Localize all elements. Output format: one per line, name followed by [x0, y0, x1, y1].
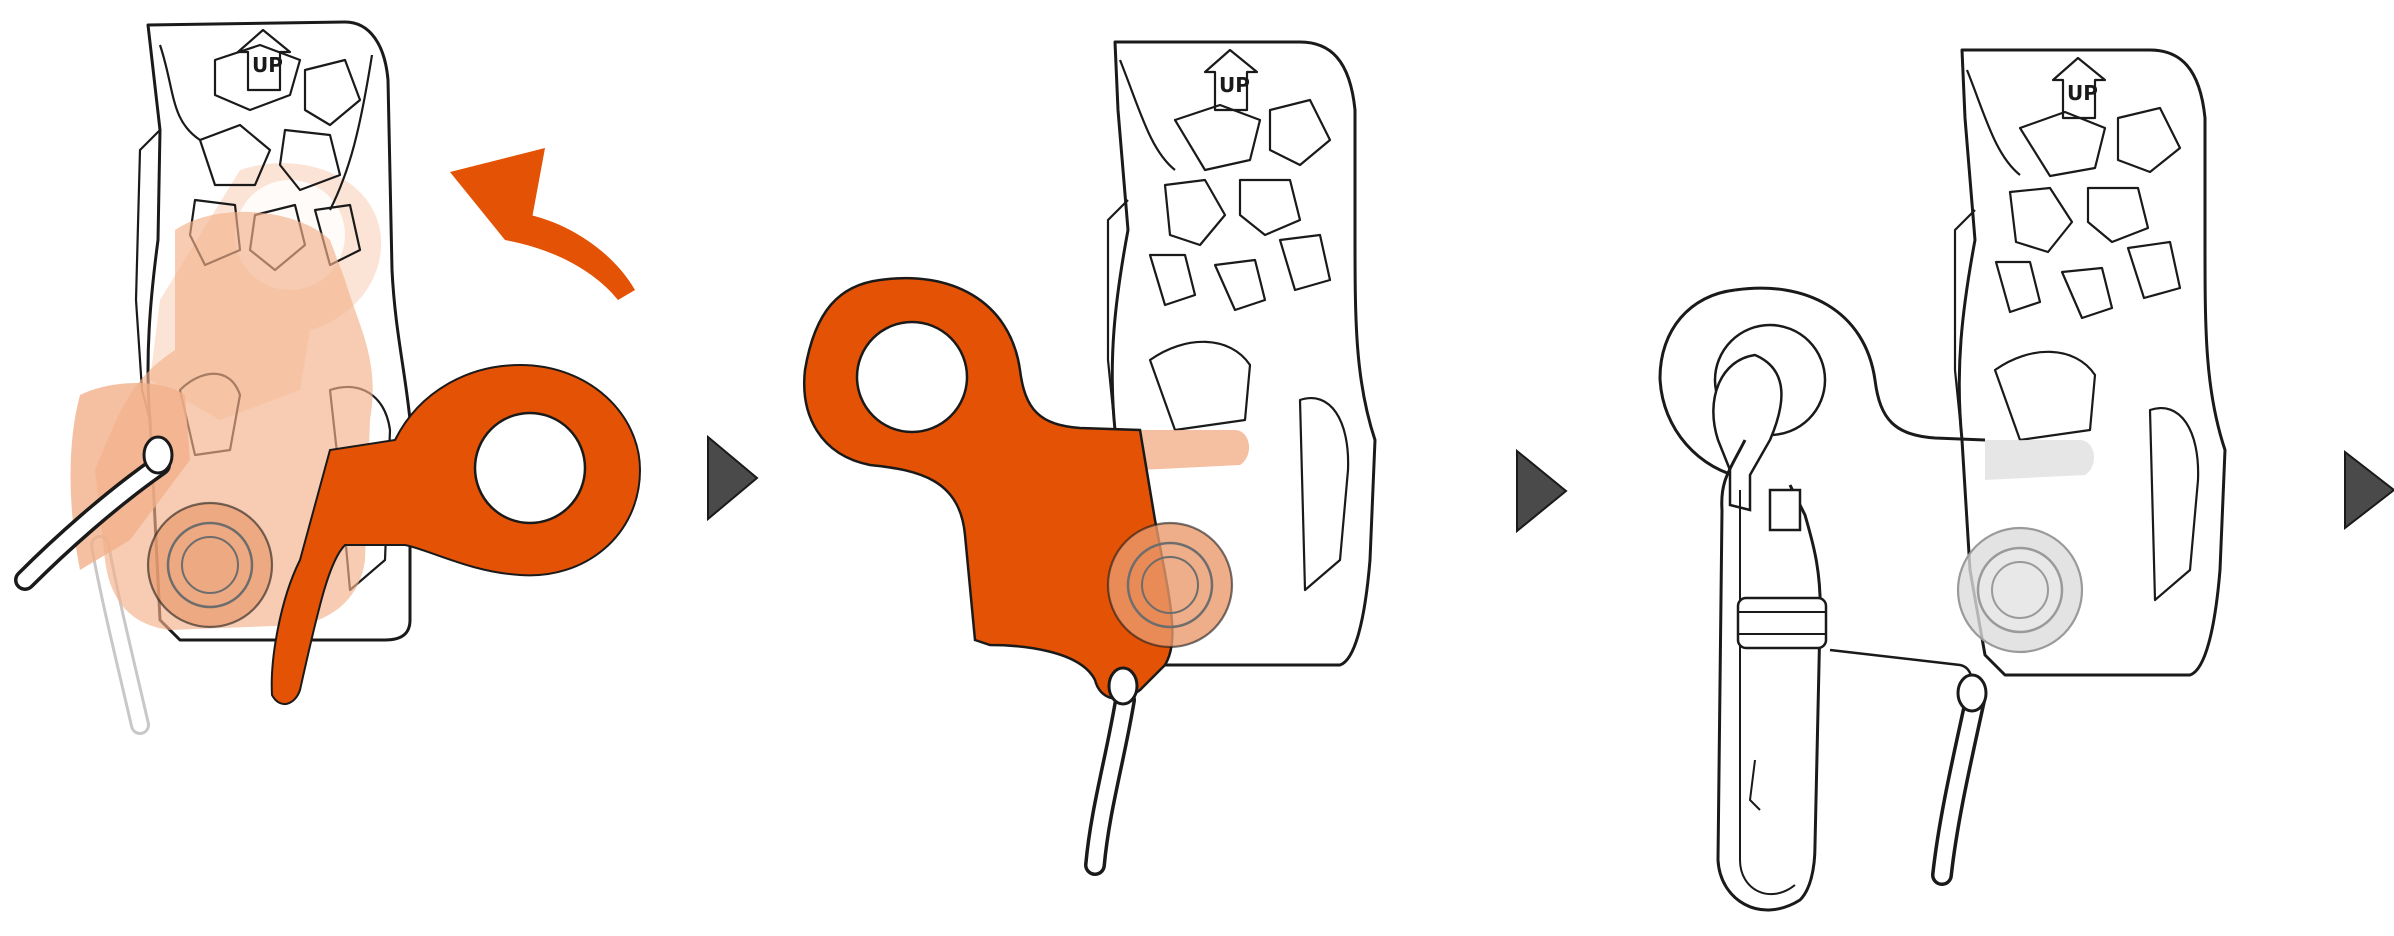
device-body-icon: UP — [1953, 48, 2227, 677]
play-triangle-icon — [2344, 449, 2394, 531]
latch-icon — [270, 363, 642, 705]
step-3-panel: UP — [1658, 48, 2227, 912]
up-label: UP — [1219, 73, 1250, 97]
pivot-icon — [146, 501, 274, 629]
rope-icon — [1931, 673, 1988, 886]
rotate-arrow-icon — [450, 148, 635, 300]
carabiner-icon — [1712, 353, 1973, 912]
rope-icon — [14, 435, 174, 591]
up-label: UP — [2067, 81, 2098, 105]
pivot-icon — [1106, 521, 1234, 649]
step-2-panel: UP — [803, 40, 1377, 876]
rope-icon — [1084, 666, 1139, 876]
up-label: UP — [252, 53, 283, 77]
device-body-icon: UP — [1106, 40, 1377, 667]
latch-icon — [1658, 286, 1986, 480]
step-1-panel: UP — [14, 20, 642, 735]
latch-icon — [803, 276, 1174, 700]
play-triangle-icon — [707, 434, 759, 522]
play-triangle-icon — [1516, 448, 1568, 534]
pivot-icon — [1956, 526, 2084, 654]
